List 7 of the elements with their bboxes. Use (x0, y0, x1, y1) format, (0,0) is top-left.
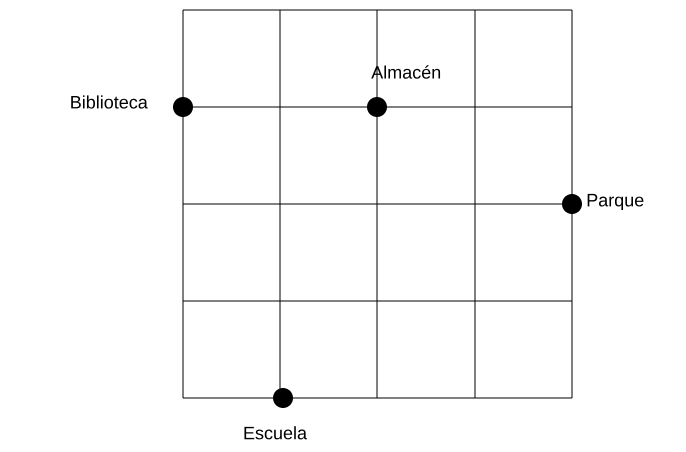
map-point (173, 97, 193, 117)
place-label: Biblioteca (71, 95, 148, 109)
map-point (273, 388, 293, 408)
map-point (562, 194, 582, 214)
place-label: Parque (588, 194, 644, 210)
place-label: Escuela (244, 426, 307, 440)
map-point (367, 97, 387, 117)
